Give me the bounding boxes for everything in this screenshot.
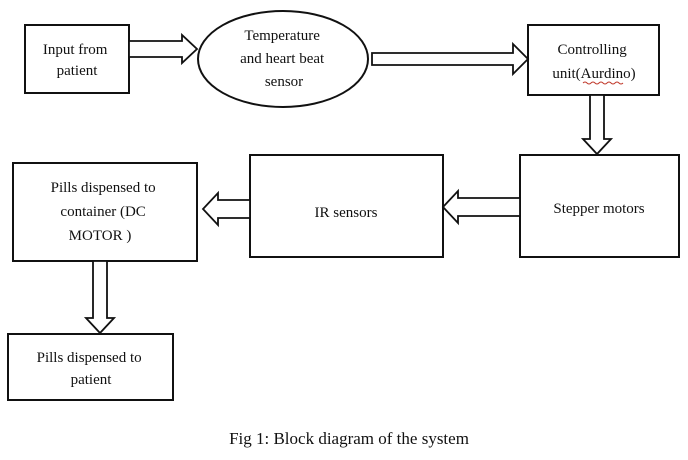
pills-to-container-label: Pills dispensed to container (DC MOTOR )	[51, 180, 160, 244]
ir-sensors-box	[249, 154, 444, 258]
pills-to-patient-box	[7, 333, 174, 401]
ir-sensors-label: IR sensors	[315, 205, 378, 221]
arrow-container-to-patient	[83, 260, 117, 335]
controlling-unit-label: Controlling unit(Aurdino)	[552, 42, 635, 82]
sensor-label: Temperature and heart beat sensor	[240, 28, 328, 90]
sensor-ellipse	[197, 10, 369, 108]
input-from-patient-box	[24, 24, 130, 94]
arrow-sensor-to-controller	[371, 41, 530, 77]
arrow-stepper-to-ir	[441, 188, 521, 226]
stepper-motors-label: Stepper motors	[553, 201, 644, 217]
arrow-controller-to-stepper	[580, 94, 614, 156]
arrow-input-to-sensor	[128, 32, 199, 66]
spellcheck-underline	[582, 81, 624, 85]
controlling-unit-box	[527, 24, 660, 96]
figure-caption: Fig 1: Block diagram of the system	[229, 429, 469, 448]
pills-to-container-box	[12, 162, 198, 262]
arrow-ir-to-container	[201, 190, 251, 228]
pills-to-patient-label: Pills dispensed to patient	[37, 350, 146, 388]
input-from-patient-label: Input from patient	[43, 42, 111, 79]
stepper-motors-box	[519, 154, 680, 258]
